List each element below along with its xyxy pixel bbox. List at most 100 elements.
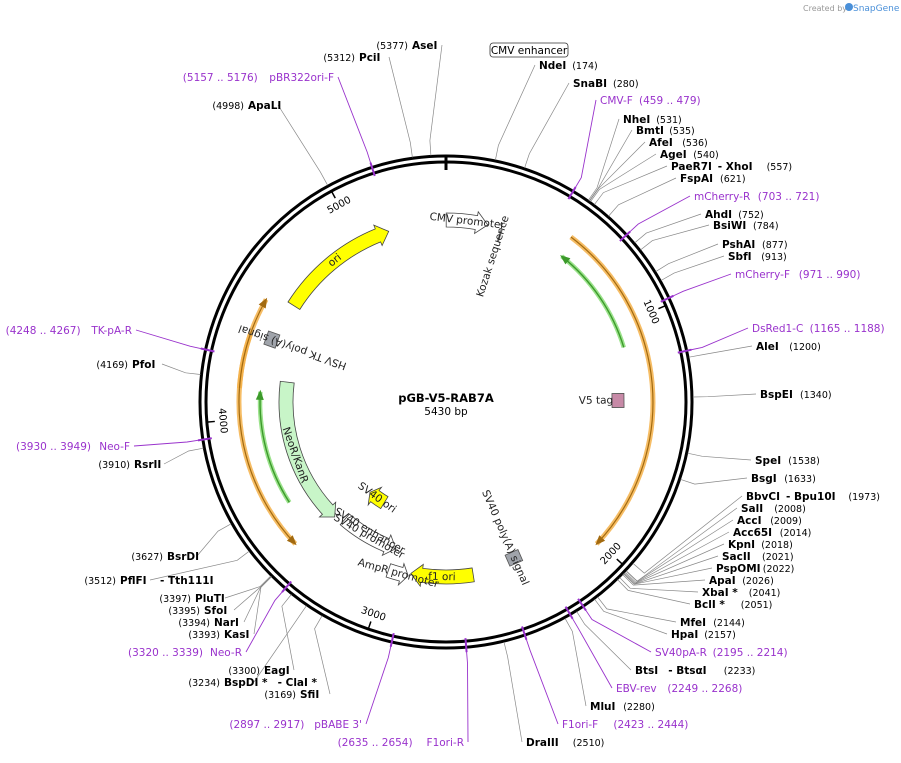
site-snabi: SnaBI(280) (573, 78, 639, 90)
site-position: (3234) (188, 678, 220, 689)
site-pcii: (5312)PciI (323, 52, 380, 64)
primer-ebv-rev: EBV-rev(2249 .. 2268) (616, 683, 742, 695)
track-arrowhead (560, 255, 571, 265)
primer-tk-pa-r: TK-pA-R(4248 .. 4267) (6, 325, 132, 337)
primer-range: (1165 .. 1188) (810, 323, 885, 335)
leader-line (669, 273, 732, 298)
leader-line (503, 642, 523, 743)
site-name: PaeR7I (671, 161, 712, 173)
site-draiii: DraIII(2510) (526, 737, 604, 749)
site-labels: (5377)AseI(5312)PciI(4998)ApaLINdeI(174)… (6, 40, 885, 749)
primer-f1ori-f: F1ori-F(2423 .. 2444) (562, 719, 688, 731)
primer-neo-f: Neo-F(3930 .. 3949) (16, 441, 130, 453)
primer-name: mCherry-R (694, 191, 750, 203)
site-name: PluTI (195, 593, 225, 605)
leader-line (594, 599, 668, 635)
primer-range: (2897 .. 2917) (229, 719, 304, 731)
site-position: (877) (762, 240, 788, 251)
primer-range: (2195 .. 2214) (713, 647, 788, 659)
leader-line (135, 329, 205, 350)
site-ndei: NdeI(174) (539, 60, 598, 72)
site-name: KasI (224, 629, 249, 641)
site-position: (1340) (800, 390, 832, 401)
site-position: (621) (720, 174, 746, 185)
leader-line (149, 550, 250, 581)
site-name: ApaLI (248, 100, 281, 112)
site-rsrii: (3910)RsrII (98, 459, 161, 471)
site-position: (2009) (770, 516, 802, 527)
credit-prefix: Created by (803, 4, 847, 13)
site-name: MfeI (680, 617, 706, 629)
primer-range: (4248 .. 4267) (6, 325, 81, 337)
track-core-orange-hsv (238, 299, 267, 389)
leader-line (570, 615, 613, 689)
leader-line (626, 195, 691, 235)
tick-label: 3000 (359, 605, 387, 624)
leader-line (640, 224, 710, 251)
leader-line (429, 44, 443, 156)
track-arrowhead (595, 535, 606, 546)
leader-line (608, 177, 677, 217)
site-name: BsiWI (713, 220, 746, 232)
leader-line (589, 129, 633, 202)
site-name: AseI (412, 40, 437, 52)
site-name: NheI (623, 114, 650, 126)
site-bspei: BspEI (1340) (760, 389, 832, 401)
leader-line (365, 642, 393, 725)
feature-sv40-promoter (339, 513, 397, 557)
leader-line (524, 82, 570, 169)
feature-label-v5-tag: V5 tag (579, 395, 614, 407)
site-bspdi: (3234)BspDI *- ClaI * (188, 677, 317, 689)
site-agei: AgeI(540) (660, 149, 719, 161)
site-name: AleI (756, 341, 779, 353)
primer-range: (459 .. 479) (639, 95, 701, 107)
plasmid-name: pGB-V5-RAB7A (398, 391, 494, 405)
leader-line (687, 327, 749, 351)
site-position: (3394) (178, 618, 210, 629)
site-name: AhdI (705, 209, 732, 221)
leader-line (634, 213, 702, 244)
leader-line (314, 615, 331, 695)
site-name: BspEI (760, 389, 793, 401)
site-sfii: (3169)SfiI (264, 689, 319, 701)
site-name: PshAI (722, 239, 755, 251)
site-name: BspDI * (224, 677, 268, 689)
primer-name: Neo-R (210, 647, 242, 659)
primer-name: EBV-rev (616, 683, 657, 695)
site-apai: ApaI(2026) (709, 575, 774, 587)
site-alei: AleI(1200) (756, 341, 821, 353)
site-name: AgeI (660, 149, 687, 161)
leader-line (253, 576, 272, 635)
site-mfei: MfeI(2144) (680, 617, 745, 629)
primer-pbabe-3: pBABE 3'(2897 .. 2917) (229, 719, 362, 731)
track-orange-outer-forward (569, 235, 656, 546)
site-kpni: KpnI(2018) (728, 539, 793, 551)
primer-name: F1ori-R (427, 737, 464, 749)
primer-name: pBR322ori-F (269, 72, 334, 84)
leader-line (622, 574, 706, 586)
primer-range: (5157 .. 5176) (183, 72, 258, 84)
site-name: SnaBI (573, 78, 607, 90)
site-nhei: NheI(531) (623, 114, 682, 126)
track-core-green-inner-reverse (259, 391, 290, 503)
site-position: (2041) (749, 588, 781, 599)
feature-cmv-promoter (445, 210, 489, 235)
site-name: PciI (359, 52, 380, 64)
site-position: (913) (761, 252, 787, 263)
site-ahdi: AhdI(752) (705, 209, 764, 221)
site-btsi: BtsI- BtsαI(2233) (635, 665, 755, 677)
site-name: BclI * (694, 599, 725, 611)
feature-hsv-tk-poly-a-signal (263, 330, 281, 349)
primer-f1ori-r: F1ori-R(2635 .. 2654) (338, 737, 464, 749)
site-sbfi: SbfI(913) (728, 251, 787, 263)
leader-line (224, 575, 271, 599)
leader-line (281, 594, 295, 671)
site-name: FspAI (680, 173, 713, 185)
site-name: SfiI (300, 689, 319, 701)
leader-line (594, 165, 668, 205)
site-position: (536) (682, 138, 708, 149)
leader-line (524, 635, 559, 725)
leader-line (564, 618, 587, 707)
site-paer7i: PaeR7I- XhoI(557) (671, 161, 792, 173)
site-position: (3627) (131, 552, 163, 563)
